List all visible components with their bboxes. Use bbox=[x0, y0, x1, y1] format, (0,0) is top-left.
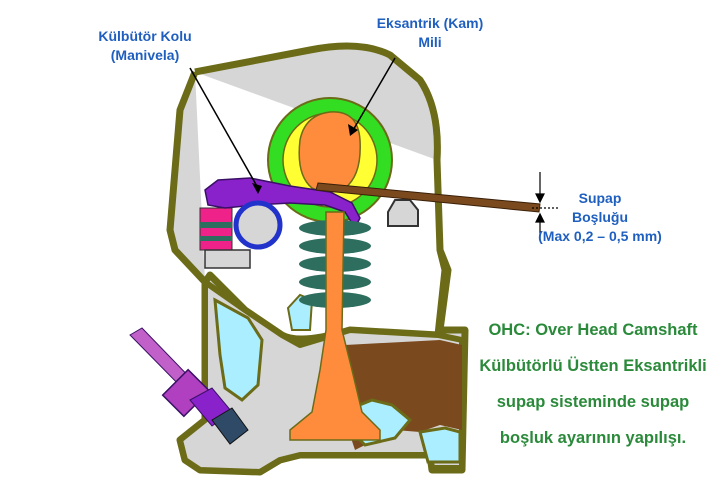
caption-line-1: OHC: Over Head Camshaft bbox=[488, 321, 698, 339]
label-rocker-arm: Külbütör Kolu (Manivela) bbox=[85, 27, 205, 65]
rocker-pedestal-band-2 bbox=[200, 236, 232, 241]
label-camshaft-line1: Eksantrik (Kam) bbox=[376, 15, 484, 31]
camshaft-leader bbox=[351, 57, 396, 133]
label-valve-clearance-line3: (Max 0,2 – 0,5 mm) bbox=[538, 228, 662, 244]
label-camshaft-line2: Mili bbox=[418, 34, 442, 50]
caption-line-4: boşluk ayarının yapılışı. bbox=[499, 429, 687, 447]
coolant-passage-left bbox=[213, 297, 264, 402]
spark-plug bbox=[129, 327, 249, 445]
feeler-gauge bbox=[315, 182, 541, 213]
cam-lobe bbox=[298, 111, 361, 193]
label-rocker-arm-line1: Külbütör Kolu bbox=[98, 28, 192, 44]
caption-line-2: Külbütörlü Üstten Eksantrikli bbox=[479, 357, 707, 375]
rocker-pedestal bbox=[199, 207, 233, 251]
coolant-passage-bottom bbox=[418, 426, 462, 464]
caption-line-3: supap sisteminde supap bbox=[496, 393, 690, 411]
label-rocker-arm-line2: (Manivela) bbox=[110, 47, 180, 63]
rocker-arm-leader-arrow bbox=[252, 183, 262, 194]
rocker-pedestal-band bbox=[200, 222, 232, 228]
clearance-dimension bbox=[532, 172, 560, 240]
label-camshaft: Eksantrik (Kam) Mili bbox=[365, 14, 495, 52]
label-valve-clearance-line1: Supap bbox=[578, 190, 622, 206]
cylinder-head-lug bbox=[387, 199, 419, 227]
label-valve-clearance-line2: Boşluğu bbox=[572, 209, 628, 225]
rocker-shaft-base bbox=[204, 249, 251, 269]
label-valve-clearance: Supap Boşluğu (Max 0,2 – 0,5 mm) bbox=[525, 189, 675, 246]
camshaft-leader-arrow bbox=[348, 124, 358, 136]
valve bbox=[289, 211, 381, 441]
rocker-shaft bbox=[233, 200, 283, 250]
rocker-arm-leader bbox=[189, 67, 259, 189]
